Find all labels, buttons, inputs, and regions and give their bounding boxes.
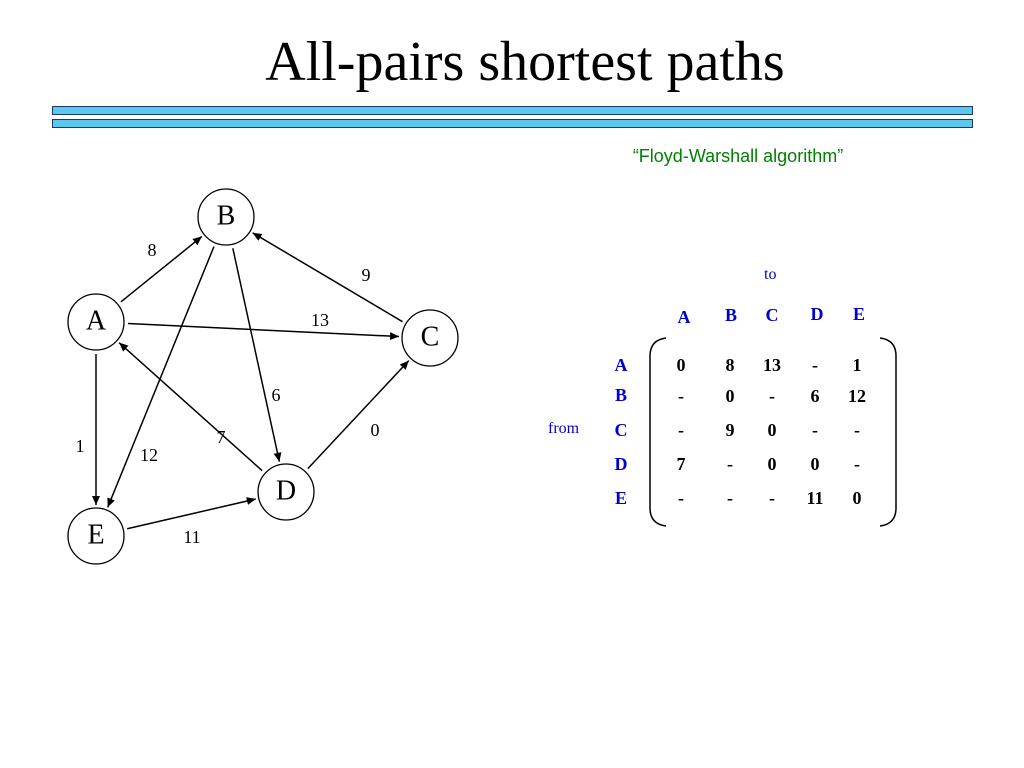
edge-weight-e-d: 11 [183, 527, 200, 547]
edge-a-c [127, 322, 400, 341]
col-header-a: A [677, 307, 691, 327]
edge-b-e [107, 246, 215, 508]
edge-weight-b-e: 12 [140, 445, 158, 465]
row-header-a: A [614, 355, 628, 375]
subtitle: “Floyd-Warshall algorithm” [632, 146, 844, 166]
matrix-cell: 0 [767, 420, 777, 440]
edge-weight-d-a: 7 [217, 427, 226, 447]
edge-c-b [252, 232, 403, 323]
node-e: E [67, 507, 125, 565]
node-a: A [67, 293, 125, 351]
node-c: C [401, 309, 459, 367]
col-header-d: D [810, 304, 824, 324]
node-label: B [217, 200, 236, 231]
from-axis-label: from [548, 420, 580, 437]
edge-d-a [118, 342, 263, 472]
row-header-e: E [614, 488, 627, 508]
node-label: E [87, 519, 104, 550]
edge-weight-a-b: 8 [148, 240, 157, 260]
matrix-cell: 13 [763, 355, 781, 375]
edge-d-c [307, 360, 410, 470]
matrix-cell: - [812, 355, 818, 375]
title-divider-bottom [52, 119, 973, 128]
matrix-cell: - [727, 488, 733, 508]
edge-weight-d-c: 0 [371, 420, 380, 440]
matrix-cell: - [854, 420, 860, 440]
title-divider-top [52, 106, 973, 115]
matrix-cell: - [678, 420, 684, 440]
matrix-cell: 12 [848, 386, 866, 406]
edge-weight-c-b: 9 [362, 265, 371, 285]
matrix-cell: 0 [852, 488, 862, 508]
matrix-cell: 8 [725, 355, 735, 375]
matrix-cell: - [678, 488, 684, 508]
matrix-cell: - [812, 420, 818, 440]
to-axis-label: to [764, 266, 777, 283]
page-title: All-pairs shortest paths [265, 31, 785, 93]
node-d: D [257, 463, 315, 521]
matrix-cell: 0 [810, 454, 820, 474]
col-header-c: C [765, 305, 779, 325]
matrix-cell: - [727, 454, 733, 474]
matrix-cell: - [854, 454, 860, 474]
node-b: B [197, 188, 255, 246]
matrix-cell: 7 [676, 454, 686, 474]
col-header-e: E [852, 304, 865, 324]
edge-b-d [232, 248, 282, 462]
matrix-cell: 0 [767, 454, 777, 474]
edge-weight-b-d: 6 [272, 385, 281, 405]
edge-e-d [127, 497, 256, 530]
edge-weight-a-e: 1 [76, 436, 85, 456]
matrix-cell: - [678, 386, 684, 406]
matrix-cell: - [769, 488, 775, 508]
node-label: A [86, 305, 107, 336]
col-header-b: B [724, 305, 737, 325]
matrix-cell: - [769, 386, 775, 406]
node-label: D [276, 475, 296, 506]
matrix-cell: 11 [806, 488, 824, 508]
matrix-cell: 9 [725, 420, 735, 440]
edge-a-b [120, 235, 203, 303]
edge-weight-a-c: 13 [311, 310, 329, 330]
matrix-cell: 0 [676, 355, 686, 375]
matrix-cell: 6 [810, 386, 820, 406]
row-header-d: D [614, 454, 628, 474]
row-header-b: B [614, 385, 627, 405]
node-label: C [421, 321, 440, 352]
matrix-cell: 0 [725, 386, 735, 406]
row-header-c: C [614, 420, 628, 440]
matrix-cell: 1 [852, 355, 862, 375]
